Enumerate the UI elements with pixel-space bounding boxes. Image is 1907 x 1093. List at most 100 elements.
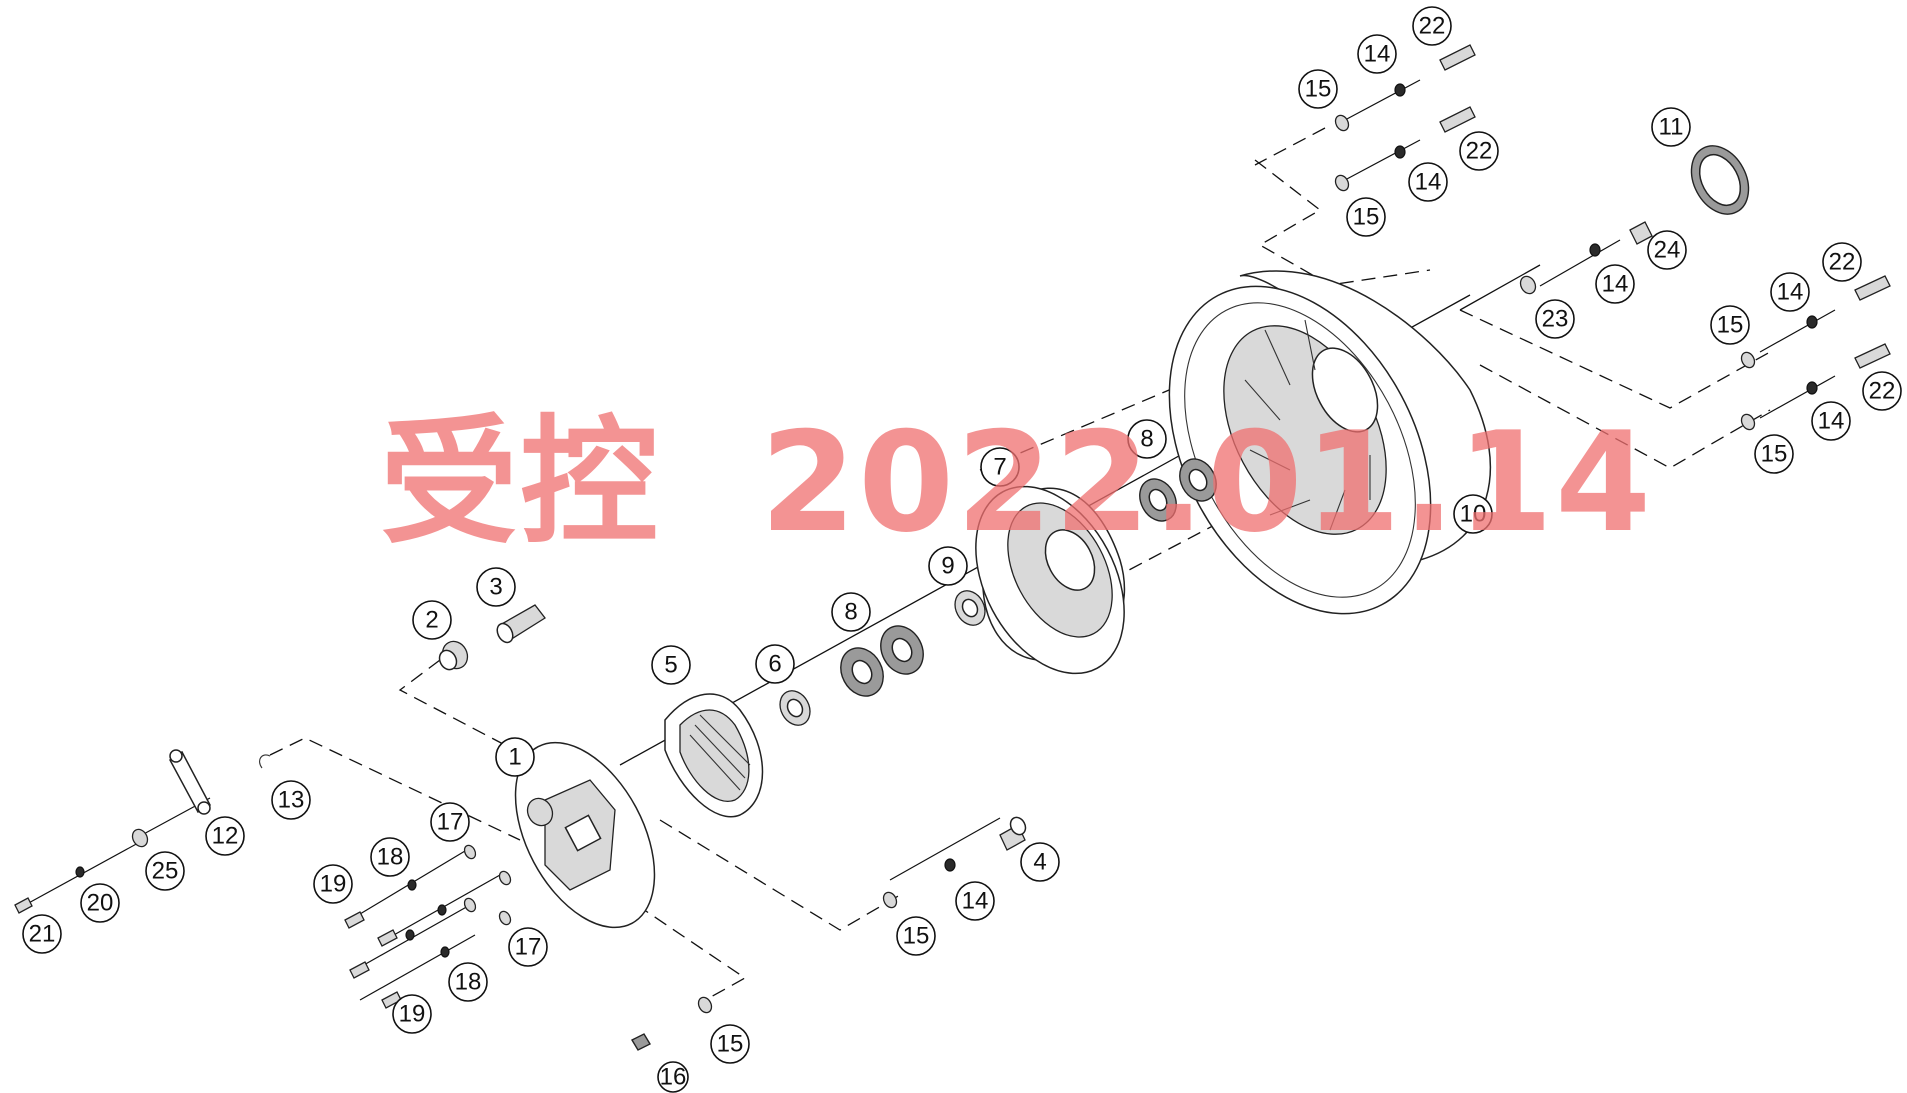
svg-text:23: 23 <box>1542 306 1569 333</box>
svg-text:8: 8 <box>844 599 857 626</box>
assembly-lines <box>24 79 1836 1004</box>
clip-part-13 <box>259 754 271 769</box>
svg-text:10: 10 <box>1460 501 1487 528</box>
callout-9: 9 <box>928 546 968 586</box>
svg-text:14: 14 <box>1602 271 1629 298</box>
callout-14-lower: 14 <box>955 881 995 921</box>
svg-text:7: 7 <box>993 454 1006 481</box>
cam-shaft-part-3 <box>496 604 546 644</box>
svg-text:13: 13 <box>278 787 305 814</box>
callout-3: 3 <box>476 567 516 607</box>
svg-text:24: 24 <box>1654 237 1681 264</box>
bolts-upper-part-22 <box>1334 44 1476 192</box>
svg-text:25: 25 <box>152 858 179 885</box>
svg-text:14: 14 <box>1415 169 1442 196</box>
svg-text:15: 15 <box>1353 204 1380 231</box>
callout-11: 11 <box>1651 107 1691 147</box>
callout-24: 24 <box>1647 230 1687 270</box>
svg-text:17: 17 <box>515 934 542 961</box>
bolt-part-24 <box>1519 221 1653 295</box>
svg-text:14: 14 <box>1364 41 1391 68</box>
callout-21: 21 <box>22 914 62 954</box>
wheel-tire-part-10 <box>1168 270 1491 615</box>
callout-17-lower: 17 <box>508 927 548 967</box>
svg-text:15: 15 <box>1717 312 1744 339</box>
callout-18-upper: 18 <box>370 837 410 877</box>
callout-22-right-upper: 22 <box>1822 242 1862 282</box>
svg-text:5: 5 <box>664 652 677 679</box>
small-hardware-lower <box>14 828 956 1051</box>
bushing-part-2 <box>438 640 469 671</box>
svg-text:15: 15 <box>903 923 930 950</box>
callout-7: 7 <box>980 447 1020 487</box>
svg-text:14: 14 <box>1818 408 1845 435</box>
callout-12: 12 <box>205 816 245 856</box>
svg-text:15: 15 <box>717 1031 744 1058</box>
svg-text:19: 19 <box>399 1001 426 1028</box>
svg-text:22: 22 <box>1466 138 1493 165</box>
bearing-pair-part-8-upper <box>1139 458 1217 522</box>
svg-text:19: 19 <box>320 871 347 898</box>
svg-text:15: 15 <box>1761 441 1788 468</box>
callout-19-upper: 19 <box>313 864 353 904</box>
brake-shoe-part-5 <box>664 693 764 818</box>
callouts: 1 2 3 4 5 6 7 8 8 9 10 11 12 13 14 14 14… <box>22 6 1902 1093</box>
bearing-pair-part-8-lower <box>840 625 924 697</box>
callout-4: 4 <box>1020 842 1060 882</box>
callout-18-lower: 18 <box>448 962 488 1002</box>
lever-part-12 <box>169 749 211 815</box>
svg-text:1: 1 <box>508 744 521 771</box>
ring-part-11 <box>1690 145 1750 215</box>
svg-text:22: 22 <box>1829 249 1856 276</box>
seal-part-6 <box>779 690 811 726</box>
callout-8-upper: 8 <box>1127 419 1167 459</box>
svg-text:17: 17 <box>437 809 464 836</box>
svg-text:22: 22 <box>1869 378 1896 405</box>
svg-text:8: 8 <box>1140 426 1153 453</box>
callout-5: 5 <box>651 645 691 685</box>
callout-15-bottom: 15 <box>710 1024 750 1064</box>
brake-drum-part-7 <box>975 485 1126 675</box>
svg-text:2: 2 <box>425 607 438 634</box>
svg-text:15: 15 <box>1305 76 1332 103</box>
svg-text:18: 18 <box>377 844 404 871</box>
bolt-part-4 <box>999 816 1027 851</box>
callout-1: 1 <box>495 737 535 777</box>
callout-23: 23 <box>1535 299 1575 339</box>
svg-text:16: 16 <box>660 1064 687 1091</box>
callout-16: 16 <box>657 1061 689 1093</box>
callout-22-upper: 22 <box>1459 131 1499 171</box>
callout-2: 2 <box>412 600 452 640</box>
svg-text:18: 18 <box>455 969 482 996</box>
callout-14-upper: 14 <box>1408 162 1448 202</box>
svg-text:14: 14 <box>962 888 989 915</box>
callout-15-top: 15 <box>1298 69 1338 109</box>
callout-14-top: 14 <box>1357 34 1397 74</box>
callout-22-top: 22 <box>1412 6 1452 46</box>
backing-plate-part-1 <box>514 741 656 929</box>
svg-text:20: 20 <box>87 890 114 917</box>
callout-22-right-lower: 22 <box>1862 371 1902 411</box>
callout-25: 25 <box>145 851 185 891</box>
svg-text:22: 22 <box>1419 13 1446 40</box>
callout-20: 20 <box>80 883 120 923</box>
callout-15-right-lower: 15 <box>1754 434 1794 474</box>
svg-text:4: 4 <box>1033 849 1046 876</box>
callout-17-upper: 17 <box>430 802 470 842</box>
callout-13: 13 <box>271 780 311 820</box>
callout-8-lower: 8 <box>831 592 871 632</box>
svg-text:14: 14 <box>1777 279 1804 306</box>
svg-text:21: 21 <box>29 921 56 948</box>
svg-text:6: 6 <box>768 651 781 678</box>
svg-text:11: 11 <box>1659 114 1684 141</box>
callout-19-lower: 19 <box>392 994 432 1034</box>
svg-text:12: 12 <box>212 823 239 850</box>
svg-text:9: 9 <box>941 553 954 580</box>
callout-6: 6 <box>755 644 795 684</box>
spacer-part-9 <box>954 590 986 626</box>
svg-text:3: 3 <box>489 574 502 601</box>
callout-14-right-lower: 14 <box>1811 401 1851 441</box>
callout-15-lower: 15 <box>896 916 936 956</box>
callout-14-right-upper: 14 <box>1770 272 1810 312</box>
